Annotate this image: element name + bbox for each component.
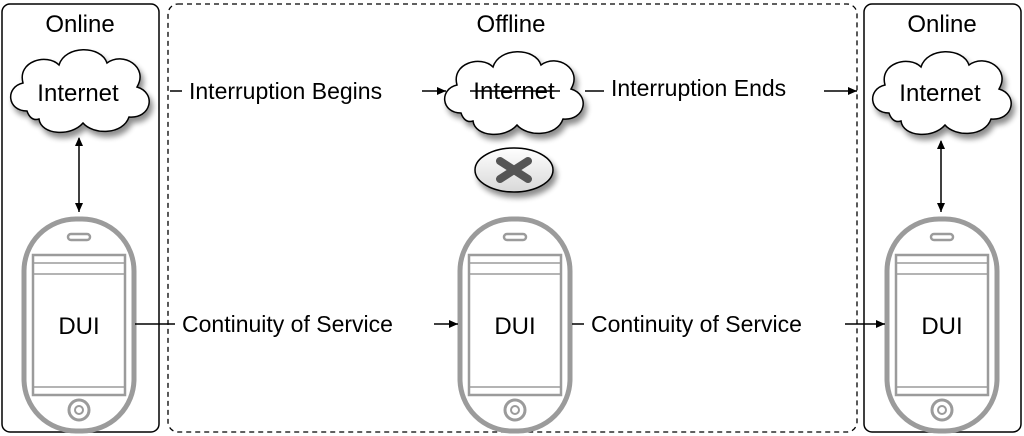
right-internet-cloud bbox=[872, 51, 1012, 136]
left-dui-device bbox=[21, 216, 137, 434]
right-cloud-label: Internet bbox=[899, 80, 981, 107]
interruption-begins-label: Interruption Begins bbox=[189, 78, 382, 104]
middle-dui-device bbox=[457, 216, 573, 434]
right-panel-title: Online bbox=[907, 11, 976, 38]
middle-internet-cloud bbox=[444, 51, 584, 136]
left-cloud-label: Internet bbox=[37, 80, 119, 107]
middle-panel-title: Offline bbox=[477, 11, 546, 38]
continuity-1-label: Continuity of Service bbox=[182, 311, 393, 337]
disconnected-x-icon bbox=[474, 147, 554, 193]
left-internet-cloud bbox=[10, 49, 150, 134]
middle-device-label: DUI bbox=[494, 313, 535, 340]
continuity-2-label: Continuity of Service bbox=[591, 311, 802, 337]
interruption-ends-label: Interruption Ends bbox=[611, 75, 786, 101]
left-device-label: DUI bbox=[58, 313, 99, 340]
right-dui-device bbox=[884, 216, 1000, 434]
left-panel-title: Online bbox=[45, 11, 114, 38]
right-device-label: DUI bbox=[921, 313, 962, 340]
